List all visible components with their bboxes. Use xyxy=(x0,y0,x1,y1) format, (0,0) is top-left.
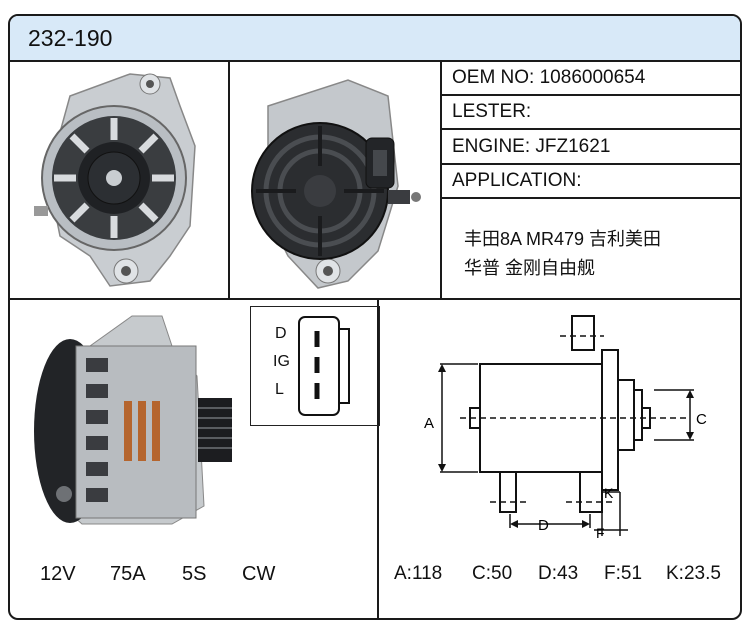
dim-label-f: F xyxy=(596,525,605,541)
alternator-side-view xyxy=(34,315,232,525)
spec-rotation: CW xyxy=(242,563,276,585)
dim-value-f: F:51 xyxy=(604,563,643,584)
spec-sheet: 232-190 xyxy=(8,14,742,620)
dim-label-a: A xyxy=(424,415,434,432)
divider-right-top xyxy=(440,60,442,298)
info-line-1 xyxy=(440,94,742,96)
application-line-1: 丰田8A MR479 吉利美田 xyxy=(464,229,662,249)
application-line-2: 华普 金刚自由舰 xyxy=(464,258,596,278)
dim-value-d: D:43 xyxy=(538,563,579,584)
application-label: APPLICATION: xyxy=(452,170,582,191)
oem-row: OEM NO: 1086000654 xyxy=(446,61,734,95)
spec-grooves: 5S xyxy=(182,563,207,585)
oem-number: OEM NO: 1086000654 xyxy=(452,67,646,88)
spec-voltage: 12V xyxy=(40,563,76,585)
dim-value-k: K:23.5 xyxy=(666,563,721,584)
dim-label-c: C xyxy=(696,411,707,428)
divider-left-top xyxy=(228,60,230,298)
engine-code: ENGINE: JFZ1621 xyxy=(452,136,611,157)
alternator-rear-view xyxy=(251,79,421,289)
dim-value-a: A:118 xyxy=(394,563,443,584)
lester-label: LESTER: xyxy=(452,101,532,122)
engine-row: ENGINE: JFZ1621 xyxy=(446,130,734,164)
pin-label-d: D xyxy=(275,325,287,342)
info-line-2 xyxy=(440,128,742,130)
dim-value-c: C:50 xyxy=(472,563,513,584)
info-line-4 xyxy=(440,197,742,199)
divider-middle xyxy=(8,298,742,300)
dimension-drawing: A C D K F xyxy=(424,315,707,541)
connector-plug xyxy=(298,316,350,416)
lester-row: LESTER: xyxy=(446,95,734,129)
pin-label-ig: IG xyxy=(273,353,290,370)
info-line-3 xyxy=(440,163,742,165)
application-row: APPLICATION: xyxy=(446,164,734,198)
pin-label-l: L xyxy=(275,381,284,398)
alternator-front-view xyxy=(34,73,196,287)
title-bar: 232-190 xyxy=(10,16,740,62)
part-number: 232-190 xyxy=(28,25,113,51)
dim-label-d: D xyxy=(538,517,549,534)
connector-diagram: D IG L xyxy=(250,306,380,426)
spec-amperage: 75A xyxy=(110,563,146,585)
dim-label-k: K xyxy=(604,485,614,501)
divider-bottom xyxy=(377,298,379,620)
